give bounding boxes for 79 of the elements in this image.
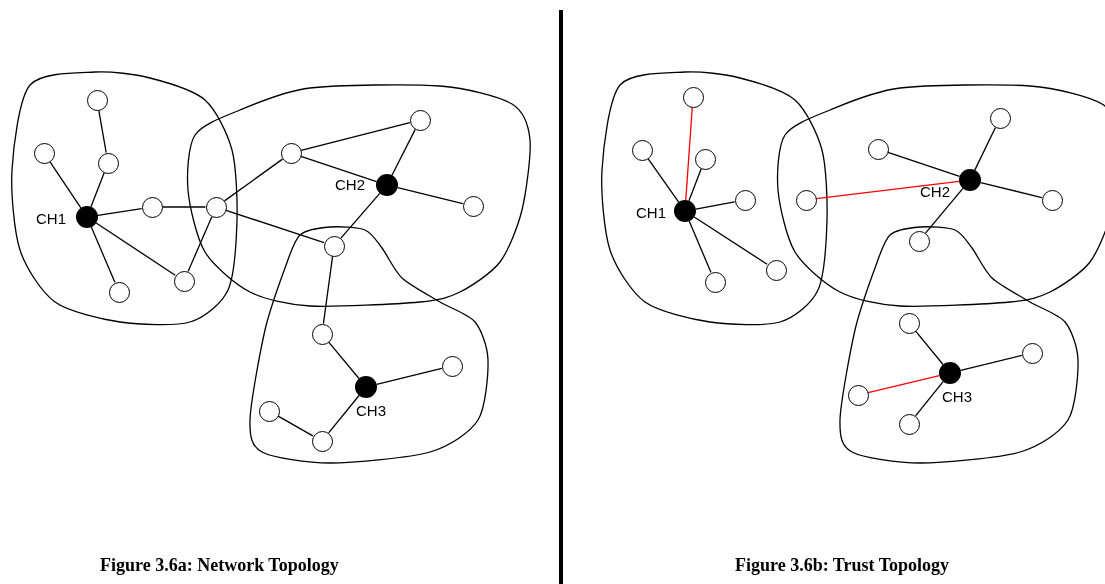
cluster-head-node <box>959 169 981 191</box>
cluster-head-node <box>939 362 961 384</box>
sensor-node <box>908 230 930 252</box>
link-line <box>914 380 944 417</box>
link-line <box>974 126 997 171</box>
link-line <box>223 158 284 202</box>
sensor-node <box>173 270 195 292</box>
cluster-head-label: CH3 <box>942 389 972 404</box>
cluster-head-node <box>355 376 377 398</box>
sensor-node <box>1041 189 1063 211</box>
cluster-head-label: CH1 <box>36 211 66 226</box>
sensor-node <box>86 89 108 111</box>
sensor-node <box>280 142 302 164</box>
link-line <box>815 180 960 200</box>
link-line <box>340 192 381 239</box>
cluster-head-node <box>376 174 398 196</box>
cluster-head-label: CH3 <box>356 403 386 418</box>
sensor-node <box>1021 342 1043 364</box>
cluster-head-node <box>674 200 696 222</box>
sensor-node <box>631 139 653 161</box>
link-line <box>300 155 378 183</box>
sensor-node <box>989 107 1011 129</box>
link-line <box>300 121 411 152</box>
link-line <box>49 161 82 209</box>
link-line <box>688 220 712 273</box>
sensor-node <box>311 323 333 345</box>
link-line <box>277 415 314 437</box>
link-line <box>391 128 416 176</box>
link-line <box>867 374 940 394</box>
link-line <box>980 181 1043 199</box>
sensor-node <box>682 86 704 108</box>
sensor-node <box>409 109 431 131</box>
link-line <box>90 226 116 283</box>
link-line <box>322 255 334 325</box>
sensor-node <box>462 195 484 217</box>
sensor-node <box>867 138 889 160</box>
link-line <box>887 151 961 178</box>
cluster-head-node <box>76 206 98 228</box>
link-line <box>95 222 176 276</box>
link-line <box>376 367 443 386</box>
sensor-node <box>108 281 130 303</box>
cluster-head-label: CH2 <box>335 177 365 192</box>
sensor-node <box>441 355 463 377</box>
link-line <box>187 216 213 272</box>
link-line <box>161 206 207 208</box>
sensor-node <box>847 384 869 406</box>
sensor-node <box>323 235 345 257</box>
sensor-node <box>795 189 817 211</box>
sensor-node <box>704 271 726 293</box>
sensor-node <box>33 142 55 164</box>
sensor-node <box>205 196 227 218</box>
link-line <box>328 341 360 380</box>
sensor-node <box>258 400 280 422</box>
link-line <box>98 109 107 154</box>
figure-caption: Figure 3.6b: Trust Topology <box>735 556 950 574</box>
sensor-node <box>734 189 756 211</box>
sensor-node <box>141 196 163 218</box>
sensor-node <box>898 312 920 334</box>
sensor-node <box>97 152 119 174</box>
link-line <box>397 186 464 205</box>
link-line <box>90 172 105 208</box>
link-line <box>647 157 680 203</box>
cluster-head-label: CH2 <box>920 184 950 199</box>
sensor-node <box>898 413 920 435</box>
link-line <box>960 354 1023 372</box>
link-line <box>925 187 964 234</box>
sensor-node <box>311 430 333 452</box>
link-line <box>688 168 702 202</box>
cluster-head-label: CH1 <box>636 205 666 220</box>
link-line <box>693 216 768 265</box>
link-line <box>695 201 736 210</box>
link-line <box>225 209 325 244</box>
sensor-node <box>694 148 716 170</box>
link-line <box>915 330 944 366</box>
figure-caption: Figure 3.6a: Network Topology <box>100 556 339 574</box>
link-line <box>328 394 360 434</box>
link-line <box>97 207 143 216</box>
link-line <box>685 106 693 201</box>
sensor-node <box>765 259 787 281</box>
